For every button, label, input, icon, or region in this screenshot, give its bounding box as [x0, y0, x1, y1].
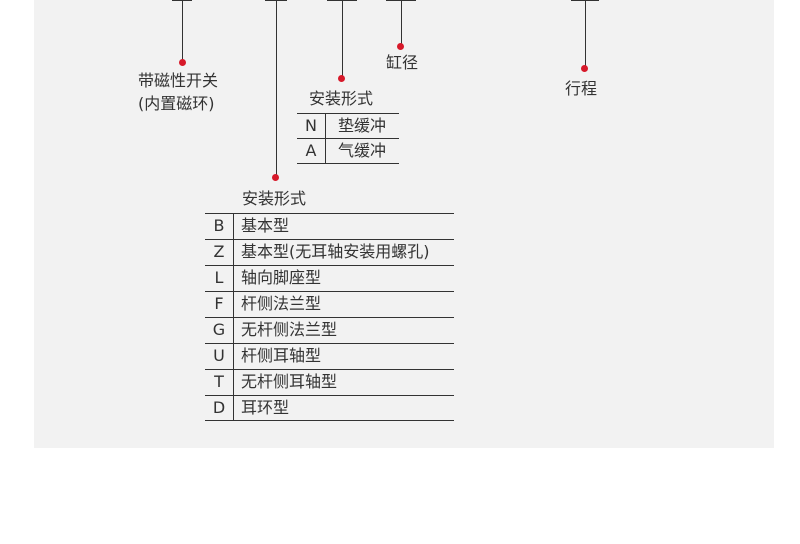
mount-table-line-0 [205, 213, 454, 214]
cushion-table-line-0 [297, 113, 399, 114]
cushion-table-line-2 [297, 163, 399, 164]
cushion-table-title: 安装形式 [309, 89, 374, 108]
mount-code-u: U [213, 346, 225, 365]
magnetic-switch-label-line1: 带磁性开关 [138, 71, 219, 90]
mount-desc-b: 基本型 [241, 216, 290, 235]
mount-code-g: G [212, 320, 226, 339]
mount-table-title: 安装形式 [242, 189, 307, 208]
mount-desc-t: 无杆侧耳轴型 [241, 372, 338, 391]
leader-mount-line [276, 0, 277, 176]
mount-code-z: Z [213, 242, 225, 261]
mount-code-b: B [213, 216, 225, 235]
mount-table-line-1 [205, 239, 454, 240]
leader-cushion-line [342, 0, 343, 78]
mount-code-t: T [214, 372, 224, 391]
mount-code-l: L [214, 268, 224, 287]
cushion-table-line-1 [297, 138, 399, 139]
bore-label: 缸径 [386, 53, 419, 72]
leader-bore-line [401, 0, 402, 46]
mount-table-line-3 [205, 291, 454, 292]
mount-desc-g: 无杆侧法兰型 [241, 320, 338, 339]
leader-stroke-line [585, 0, 586, 68]
leader-magnetic-switch-dot [179, 59, 186, 66]
mount-table-line-6 [205, 369, 454, 370]
cushion-code-n: N [305, 116, 317, 135]
mount-table-line-8 [205, 420, 454, 421]
mount-desc-d: 耳环型 [241, 398, 290, 417]
mount-table-line-7 [205, 395, 454, 396]
leader-magnetic-switch-line [182, 0, 183, 62]
cushion-desc-n: 垫缓冲 [338, 116, 387, 135]
mount-table-line-5 [205, 343, 454, 344]
mount-table-line-2 [205, 265, 454, 266]
mount-table-line-4 [205, 317, 454, 318]
mount-code-d: D [212, 398, 226, 417]
leader-cushion-dot [338, 75, 345, 82]
mount-desc-f: 杆侧法兰型 [241, 294, 322, 313]
cushion-code-a: A [305, 141, 317, 160]
mount-desc-u: 杆侧耳轴型 [241, 346, 322, 365]
mount-code-f: F [214, 294, 224, 313]
leader-bore-dot [397, 43, 404, 50]
leader-mount-dot [272, 174, 279, 181]
mount-desc-z: 基本型(无耳轴安装用螺孔) [241, 242, 430, 261]
cushion-desc-a: 气缓冲 [338, 141, 387, 160]
diagram-panel [34, 0, 774, 448]
mount-desc-l: 轴向脚座型 [241, 268, 322, 287]
magnetic-switch-label-line2: (内置磁环) [138, 94, 215, 113]
leader-stroke-dot [581, 65, 588, 72]
stroke-label: 行程 [565, 79, 598, 98]
mount-table-divider [233, 213, 234, 420]
